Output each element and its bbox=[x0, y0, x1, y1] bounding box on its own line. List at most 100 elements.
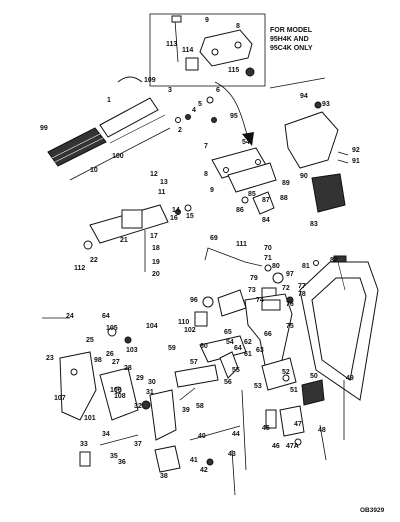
callout-112: 112 bbox=[74, 265, 85, 272]
pulley-97 bbox=[272, 272, 284, 284]
grip-texture bbox=[54, 137, 104, 163]
callout-70: 70 bbox=[264, 245, 272, 252]
callout-95: 95 bbox=[230, 113, 238, 120]
tiller-grip bbox=[47, 127, 107, 167]
tiller-group bbox=[47, 76, 217, 181]
callout-42: 42 bbox=[200, 467, 208, 474]
inset-detail: FOR MODEL 95H4K AND 95C4K ONLY 113 9 114… bbox=[149, 13, 313, 146]
callout-8-inset: 8 bbox=[236, 23, 240, 30]
washer-86 bbox=[241, 196, 249, 204]
washer-47 bbox=[294, 438, 302, 446]
callout-27: 27 bbox=[112, 359, 120, 366]
callout-58: 58 bbox=[196, 403, 204, 410]
callout-79: 79 bbox=[250, 275, 258, 282]
nut-41 bbox=[206, 458, 214, 466]
callout-54-lower: 54 bbox=[226, 339, 234, 346]
inset-bolt bbox=[174, 19, 179, 63]
callout-48: 48 bbox=[318, 427, 326, 434]
cowl-seam bbox=[337, 261, 346, 291]
callout-85: 85 bbox=[248, 191, 256, 198]
callout-52: 52 bbox=[282, 369, 290, 376]
swivel-arm bbox=[83, 204, 192, 272]
inset-bushing bbox=[185, 57, 199, 71]
callout-102: 102 bbox=[184, 327, 196, 334]
callout-98: 98 bbox=[94, 357, 102, 364]
pivot-housing-90 bbox=[284, 111, 339, 169]
callout-7: 7 bbox=[204, 143, 208, 150]
cowl-inner bbox=[311, 277, 367, 381]
callout-26: 26 bbox=[106, 351, 114, 358]
callout-24: 24 bbox=[66, 313, 74, 320]
callout-53: 53 bbox=[254, 383, 262, 390]
callout-34: 34 bbox=[102, 431, 110, 438]
clamp-plate-29 bbox=[99, 367, 139, 421]
hole bbox=[255, 159, 261, 165]
callout-19: 19 bbox=[152, 259, 160, 266]
callout-54: 54 bbox=[242, 139, 250, 146]
callout-25: 25 bbox=[86, 337, 94, 344]
callout-11: 11 bbox=[158, 189, 166, 196]
steering-bracket bbox=[211, 77, 349, 215]
callout-101: 101 bbox=[84, 415, 96, 422]
callout-111: 111 bbox=[236, 241, 247, 248]
callout-107: 107 bbox=[54, 395, 66, 402]
callout-28: 28 bbox=[124, 365, 132, 372]
callout-92: 92 bbox=[352, 147, 360, 154]
callout-5: 5 bbox=[198, 101, 202, 108]
callout-73: 73 bbox=[248, 287, 256, 294]
lower-cowl bbox=[299, 261, 379, 401]
pad-110 bbox=[194, 311, 208, 327]
callout-45: 45 bbox=[262, 425, 270, 432]
callout-91: 91 bbox=[352, 158, 360, 165]
callout-108: 108 bbox=[114, 393, 126, 400]
callout-89: 89 bbox=[282, 180, 290, 187]
callout-99: 99 bbox=[40, 125, 48, 132]
callout-51: 51 bbox=[290, 387, 298, 394]
callout-100: 100 bbox=[112, 153, 124, 160]
inset-note-line-1: FOR MODEL bbox=[270, 27, 313, 34]
inset-hole bbox=[211, 48, 219, 56]
pin-91 bbox=[337, 159, 349, 164]
bushing-96 bbox=[202, 296, 214, 308]
callout-64-center: 64 bbox=[234, 345, 242, 352]
callout-41: 41 bbox=[190, 457, 198, 464]
inset-note-line-2: 95H4K AND bbox=[270, 36, 309, 43]
callout-43: 43 bbox=[228, 451, 236, 458]
callout-9: 9 bbox=[210, 187, 214, 194]
inset-arrow-head bbox=[242, 132, 254, 146]
link-rod-94 bbox=[269, 77, 326, 89]
callout-105: 105 bbox=[106, 325, 118, 332]
callout-31: 31 bbox=[146, 389, 154, 396]
callout-65: 65 bbox=[224, 329, 232, 336]
callout-93: 93 bbox=[322, 101, 330, 108]
bracket-8 bbox=[227, 162, 277, 193]
callout-56: 56 bbox=[224, 379, 232, 386]
callout-44: 44 bbox=[232, 431, 240, 438]
washer-80 bbox=[264, 264, 272, 272]
callout-110: 110 bbox=[178, 319, 189, 326]
callout-76: 76 bbox=[286, 301, 294, 308]
spacer-45 bbox=[265, 409, 277, 429]
inset-hole bbox=[234, 41, 242, 49]
callout-23: 23 bbox=[46, 355, 54, 362]
cam-83 bbox=[311, 173, 346, 213]
callout-46: 46 bbox=[272, 443, 280, 450]
callout-49: 49 bbox=[346, 375, 354, 382]
callout-17: 17 bbox=[150, 233, 158, 240]
callout-14: 14 bbox=[172, 207, 180, 214]
callout-80: 80 bbox=[272, 263, 280, 270]
callout-36: 36 bbox=[118, 459, 126, 466]
callout-96: 96 bbox=[190, 297, 198, 304]
callout-104: 104 bbox=[146, 323, 158, 330]
callout-20: 20 bbox=[152, 271, 160, 278]
fitting-6 bbox=[206, 96, 214, 104]
washer-14 bbox=[184, 204, 192, 212]
callout-90: 90 bbox=[300, 173, 308, 180]
inset-frame bbox=[149, 13, 266, 87]
pin-92 bbox=[337, 151, 349, 156]
figure-code: OB3929 bbox=[360, 507, 385, 514]
callout-74: 74 bbox=[256, 297, 264, 304]
clamp-assembly bbox=[194, 289, 294, 371]
block-50 bbox=[301, 379, 325, 406]
callout-59: 59 bbox=[168, 345, 176, 352]
